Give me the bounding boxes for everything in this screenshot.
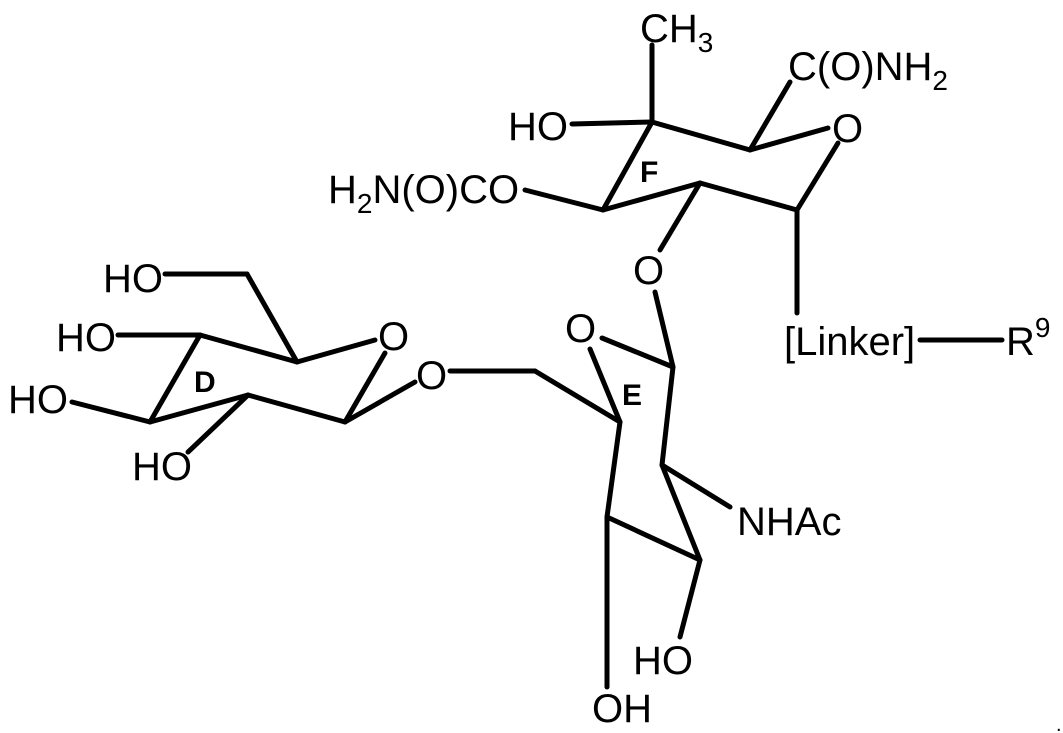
ring-e-bonds xyxy=(447,335,733,690)
amide-label: C(O)NH2 xyxy=(788,45,948,96)
trailing-period: . xyxy=(1056,714,1062,733)
hydroxyl-d6-label: HO xyxy=(103,257,163,301)
hydroxyl-f-label: HO xyxy=(508,105,568,149)
ring-e-oxygen-label: O xyxy=(565,307,596,351)
ring-d-label: D xyxy=(194,366,216,399)
linker-label: [Linker] xyxy=(784,320,915,364)
ring-e-label: E xyxy=(622,379,642,412)
ring-f-label: F xyxy=(640,156,658,189)
r9-label: R9 xyxy=(1006,312,1050,364)
ring-f-bonds xyxy=(522,42,1005,370)
acetamido-label: NHAc xyxy=(737,500,841,544)
ring-d-oxygen-label: O xyxy=(378,315,409,359)
ring-d-bonds xyxy=(69,271,418,455)
hydroxyl-e2-label: OH xyxy=(592,687,652,731)
ring-f-oxygen-label: O xyxy=(832,107,863,151)
hydroxyl-e1-label: HO xyxy=(633,639,693,683)
glycosidic-oxygen-fe-label: O xyxy=(633,249,664,293)
hydroxyl-d3-label: HO xyxy=(8,378,68,422)
methyl-label: CH3 xyxy=(640,7,713,58)
hydroxyl-d4-label: HO xyxy=(56,316,116,360)
glycosidic-oxygen-de-label: O xyxy=(416,354,447,398)
carbamate-label: H2N(O)CO xyxy=(328,168,519,219)
hydroxyl-d2-label: HO xyxy=(132,445,192,489)
